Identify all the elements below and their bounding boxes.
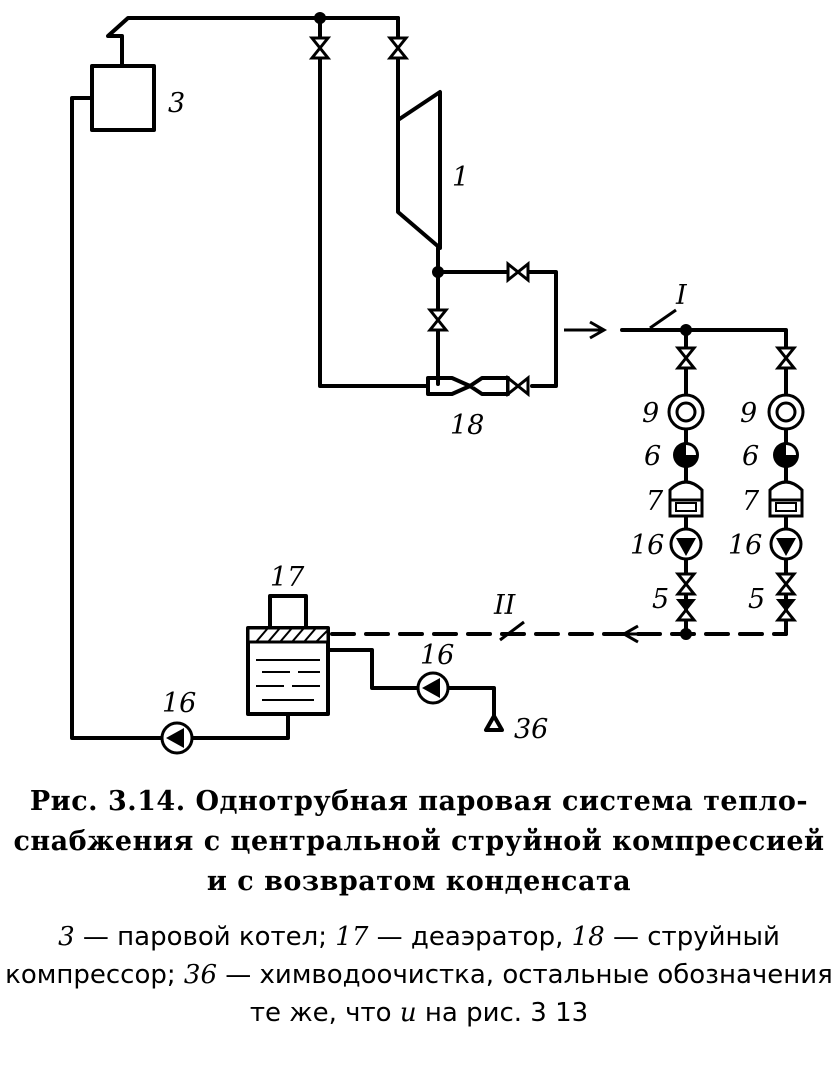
branch-pumps [669,527,803,561]
legend-text: на рис. 3 13 [416,998,589,1028]
legend-text: — струйный компрессор; [5,922,780,990]
label-pump-left: 16 [630,530,664,561]
valve-icon [674,346,698,370]
label-feed-pump: 16 [162,688,196,719]
flow-arrows [499,308,677,644]
label-5-right: 5 [748,584,765,615]
valve-icon [506,374,530,398]
feed-pipe [190,712,290,740]
units-7 [668,480,804,518]
line-pumps [160,671,450,755]
deaerator-hatch [246,626,330,644]
label-6-left: 6 [644,441,661,472]
valve-icon [774,346,798,370]
steam-boiler [90,64,156,132]
label-turbine: 1 [452,162,469,193]
turbine [396,90,442,250]
caption-title-line: Рис. 3.14. Однотрубная паровая система т… [29,786,809,817]
chem-treatment-marker [484,714,504,732]
legend-num: 3 [58,922,75,952]
label-heater-right: 9 [740,398,757,429]
deaerator-water [256,659,320,701]
label-7-left: 7 [646,486,664,517]
chem-pipe-b [446,686,496,718]
label-6-right: 6 [742,441,759,472]
label-jet-compressor: 18 [450,410,484,441]
junctions [314,12,692,640]
valve-icon [674,572,698,596]
label-chem-treatment: 36 [514,714,548,745]
heaters [667,393,805,431]
label-supply-line: I [675,280,688,311]
balancing-valves [674,599,798,622]
caption-title-line: снабжения с центральной струйной компрес… [13,826,825,857]
heat-supply-diagram: 3 1 18 I II 9 9 6 6 7 7 16 16 5 5 17 16 … [70,12,805,755]
legend-num: и [399,998,417,1028]
label-return-line: II [493,590,517,621]
deaerator-head [268,594,308,630]
valve-icon [386,36,410,60]
legend-num: 17 [335,922,369,952]
legend-text: — химводоочистка, остальные обозначения … [217,960,833,1028]
figure-caption-title: Рис. 3.14. Однотрубная паровая система т… [0,782,838,902]
valve-icon [426,308,450,332]
valve-icon [774,572,798,596]
label-heater-left: 9 [642,398,659,429]
figure-legend: 3 — паровой котел; 17 — деаэратор, 18 — … [0,918,838,1032]
label-5-left: 5 [652,584,669,615]
steam-main-pipe [106,16,400,68]
feedwater-pipe [70,96,164,740]
label-7-right: 7 [742,486,760,517]
label-chem-pump: 16 [420,640,454,671]
units-6 [673,442,799,468]
exhaust-loop-pipe [436,270,558,388]
valve-icon [308,36,332,60]
legend-num: 36 [183,960,217,990]
valve-icon [506,260,530,284]
legend-num: 18 [571,922,605,952]
caption-title-line: и с возвратом конденсата [206,866,632,897]
label-deaerator: 17 [270,562,305,593]
label-boiler: 3 [168,88,185,119]
legend-text: — паровой котел; [74,922,336,952]
legend-text: — деаэратор, [368,922,572,952]
valves [308,36,798,596]
label-pump-right: 16 [728,530,762,561]
live-steam-pipe [318,16,430,388]
chem-pipe-a [326,648,420,690]
